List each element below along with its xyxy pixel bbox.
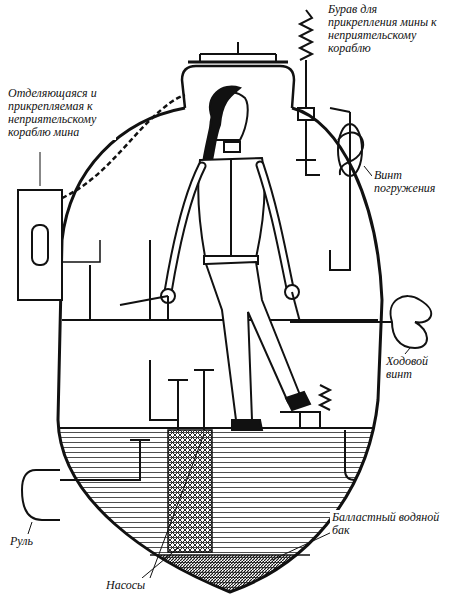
pumps	[177, 380, 179, 430]
cranks	[292, 292, 300, 322]
dive-propeller	[349, 112, 351, 200]
pilot-figure	[198, 158, 264, 262]
drive-propeller	[391, 296, 432, 348]
pilot-figure	[230, 160, 232, 258]
pumps	[168, 379, 188, 381]
leader-line	[272, 532, 332, 560]
leader-line	[364, 166, 372, 176]
pilot-figure	[260, 165, 290, 288]
rudder	[60, 440, 140, 480]
dive-propeller	[338, 133, 363, 175]
pumps	[203, 370, 205, 430]
rudder	[22, 470, 60, 520]
cranks	[120, 296, 168, 320]
pedal-valve	[345, 430, 355, 480]
drive-propeller	[290, 321, 392, 323]
pilot-figure	[161, 87, 310, 430]
pilot-figure	[286, 392, 310, 410]
cranks	[90, 240, 300, 322]
dive-propeller	[330, 108, 350, 112]
pedal-valve	[280, 385, 355, 480]
pumps	[194, 369, 214, 371]
pedal-valve	[299, 412, 301, 428]
hull	[199, 54, 201, 62]
drill	[305, 60, 307, 108]
drill	[298, 108, 314, 120]
pedal-valve	[320, 385, 330, 410]
part-label: Балластный водяной бак	[330, 510, 444, 538]
part-label: Насосы	[104, 578, 174, 593]
drill	[300, 10, 312, 60]
pilot-figure	[206, 262, 300, 420]
part-label: Руль	[8, 534, 58, 549]
pilot-figure	[168, 166, 202, 292]
drill	[296, 160, 320, 175]
drill	[305, 120, 307, 160]
ballast-water	[150, 554, 310, 556]
dive-propeller	[330, 200, 350, 270]
drive-propeller	[290, 296, 431, 348]
pedal-valve	[280, 412, 320, 428]
rudder	[22, 440, 150, 520]
pilot-figure	[260, 165, 290, 288]
ballast-water	[60, 427, 374, 429]
pumps	[150, 360, 214, 430]
part-label: Отделяющаяся и прикрепляемая к неприятел…	[6, 86, 116, 140]
part-label: Ходовой винт	[384, 354, 446, 382]
ballast-tank	[168, 430, 212, 552]
pilot-figure	[168, 166, 202, 292]
ballast-tank	[168, 430, 212, 552]
hull	[275, 54, 277, 62]
drill	[296, 10, 320, 175]
pumps	[150, 360, 178, 420]
pilot-figure	[232, 420, 262, 430]
part-label: Винт погружения	[372, 168, 446, 196]
rudder	[130, 439, 150, 441]
hull	[237, 42, 239, 54]
dive-propeller	[330, 108, 363, 270]
leader-line	[150, 434, 204, 578]
part-label: Бурав для прикрепления мины к неприятель…	[326, 2, 446, 56]
hull	[188, 61, 288, 64]
cranks	[90, 240, 150, 320]
ballast-water	[50, 555, 390, 600]
mine	[32, 225, 48, 265]
mine	[18, 190, 62, 300]
mine	[62, 240, 100, 262]
leader-line	[28, 522, 32, 534]
pilot-figure	[224, 142, 240, 152]
hull	[62, 319, 378, 321]
leader-line	[40, 152, 41, 186]
